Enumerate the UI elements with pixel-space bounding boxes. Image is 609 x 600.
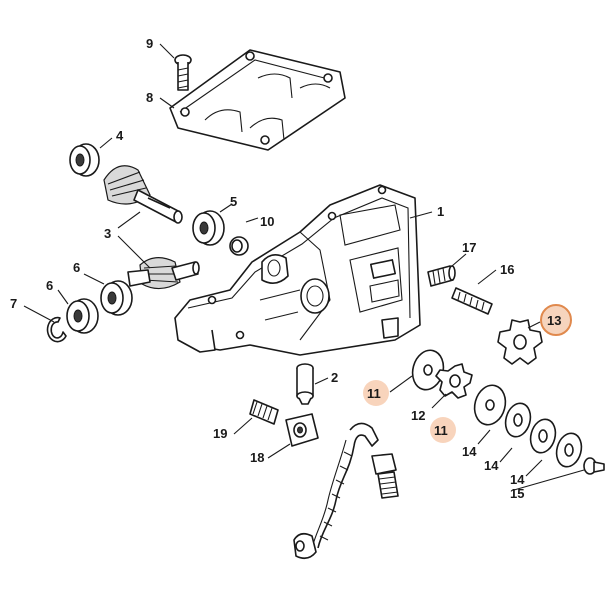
part-15-screw <box>583 457 605 475</box>
callout-2: 2 <box>331 370 338 385</box>
highlight-11a <box>363 380 389 406</box>
part-3-gear-shaft <box>103 165 200 290</box>
part-2-pin <box>296 363 314 405</box>
callout-10: 10 <box>260 214 274 229</box>
part-7-circlip <box>46 316 67 343</box>
callout-3: 3 <box>104 226 111 241</box>
oil-hose <box>293 422 379 560</box>
callout-14c: 14 <box>510 472 525 487</box>
part-14-washer-c <box>555 432 583 468</box>
part-14-washer-b <box>529 418 557 454</box>
callouts: 1 2 3 4 5 6 6 7 8 9 10 11 11 12 13 14 14… <box>10 36 561 501</box>
part-17-sleeve <box>427 265 456 287</box>
part-9-screw <box>174 54 192 91</box>
part-14-washer-a <box>504 402 532 438</box>
callout-7: 7 <box>10 296 17 311</box>
part-1-housing <box>174 184 421 356</box>
callout-9: 9 <box>146 36 153 51</box>
callout-14a: 14 <box>462 444 477 459</box>
callout-18: 18 <box>250 450 264 465</box>
callout-6b: 6 <box>46 278 53 293</box>
callout-4: 4 <box>116 128 124 143</box>
highlight-11b <box>430 417 456 443</box>
callout-1: 1 <box>437 204 444 219</box>
callout-12: 12 <box>411 408 425 423</box>
callout-8: 8 <box>146 90 153 105</box>
part-10-ring <box>229 236 249 256</box>
callout-11a: 11 <box>367 386 381 401</box>
threaded-nipple <box>371 453 399 499</box>
part-16-stud <box>451 287 493 315</box>
part-18-fitting <box>285 413 319 447</box>
part-12-sprocket <box>435 363 473 399</box>
part-8-cover <box>169 49 346 151</box>
callout-17: 17 <box>462 240 476 255</box>
part-13-sprocket <box>497 319 543 365</box>
leader-lines <box>23 43 585 491</box>
callout-15: 15 <box>510 486 524 501</box>
part-19-spring <box>249 399 279 425</box>
callout-19: 19 <box>213 426 227 441</box>
part-4-bearing <box>69 143 100 177</box>
callout-14b: 14 <box>484 458 499 473</box>
callout-6a: 6 <box>73 260 80 275</box>
part-6-bearing-a <box>100 280 133 316</box>
callout-5: 5 <box>230 194 237 209</box>
callout-13: 13 <box>547 313 561 328</box>
callout-16: 16 <box>500 262 514 277</box>
part-11-washer-b <box>473 384 507 426</box>
part-6-bearing-b <box>66 298 99 334</box>
part-5-bearing <box>192 210 225 246</box>
callout-11b: 11 <box>434 423 448 438</box>
highlight-13 <box>540 304 572 336</box>
